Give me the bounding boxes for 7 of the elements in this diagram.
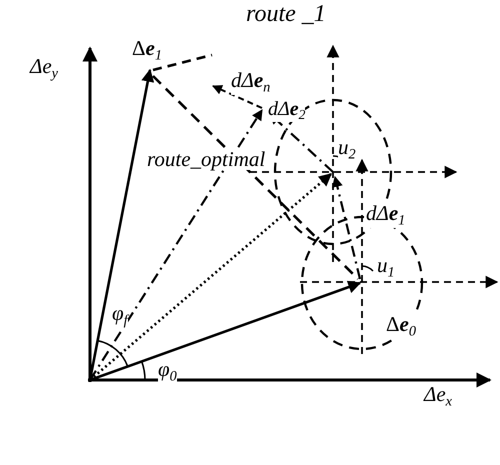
vector-label: dΔe$_{n}$	[231, 70, 270, 95]
vector-label: dΔe$_{1}$	[366, 203, 406, 228]
route-label: route _1	[246, 2, 326, 26]
route-label: route_optimal	[147, 149, 266, 170]
vector-label: Δe$_{0}$	[386, 314, 416, 339]
axis-label: Δe$_{y}$	[30, 56, 58, 81]
vector-label: dΔe$_{2}$	[268, 99, 306, 122]
